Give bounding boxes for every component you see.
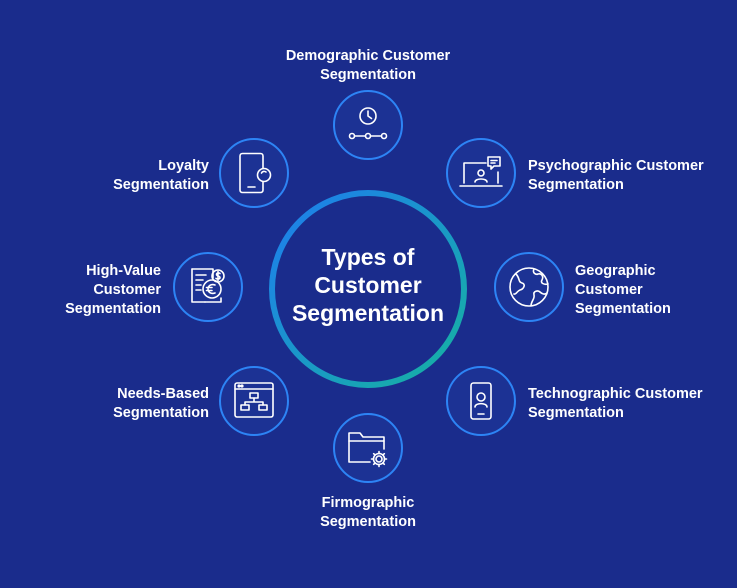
segment-node-psychographic — [446, 138, 516, 208]
segment-label-psychographic: Psychographic Customer Segmentation — [528, 158, 704, 193]
segment-label-firmographic: Firmographic Segmentation — [320, 495, 416, 530]
browser-flowchart-icon — [219, 366, 289, 436]
segment-label-loyalty: Loyalty Segmentation — [113, 158, 209, 193]
clock-timeline-icon — [333, 90, 403, 160]
segment-node-technographic — [446, 366, 516, 436]
device-card-icon — [219, 138, 289, 208]
laptop-chat-icon — [446, 138, 516, 208]
segment-node-demographic — [333, 90, 403, 160]
segment-label-high-value: High-Value Customer Segmentation — [65, 263, 161, 317]
segment-label-geographic: Geographic Customer Segmentation — [575, 263, 671, 317]
segment-node-firmographic — [333, 413, 403, 483]
receipt-coins-icon — [173, 252, 243, 322]
folder-gear-icon — [333, 413, 403, 483]
segment-node-loyalty — [219, 138, 289, 208]
mobile-user-icon — [446, 366, 516, 436]
segment-node-high-value — [173, 252, 243, 322]
globe-icon — [494, 252, 564, 322]
segment-node-needs-based — [219, 366, 289, 436]
segment-label-technographic: Technographic Customer Segmentation — [528, 386, 703, 421]
segment-label-needs-based: Needs-Based Segmentation — [113, 386, 209, 421]
segment-label-demographic: Demographic Customer Segmentation — [285, 48, 451, 83]
segment-node-geographic — [494, 252, 564, 322]
diagram-title: Types of Customer Segmentation — [291, 244, 445, 326]
